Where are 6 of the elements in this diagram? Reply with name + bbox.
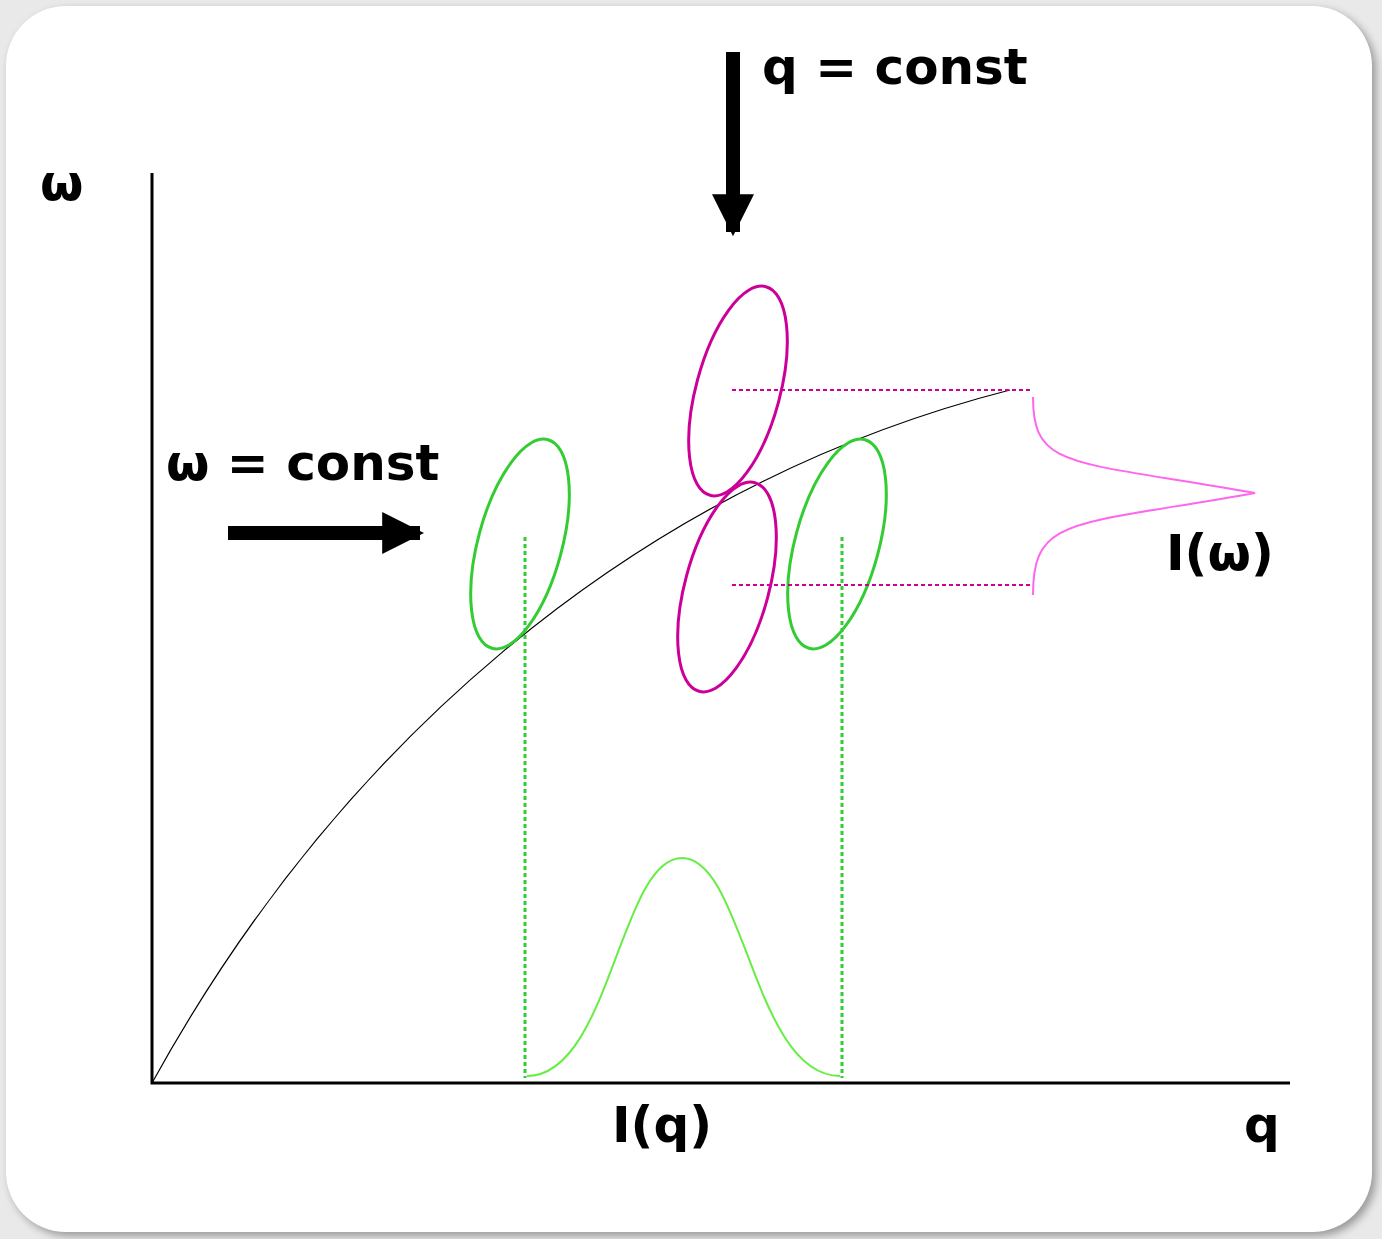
scan-label: q = const xyxy=(762,42,1028,92)
axis-label: ω xyxy=(40,158,84,208)
scan-label: ω = const xyxy=(166,438,440,488)
intensity-label: I(ω) xyxy=(1166,528,1274,578)
axis-label: q xyxy=(1244,1100,1280,1150)
intensity-label: I(q) xyxy=(612,1100,713,1150)
